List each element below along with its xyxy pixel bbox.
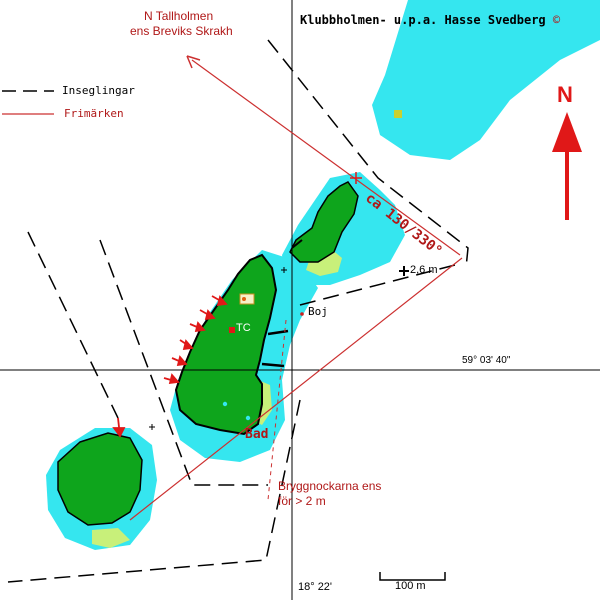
- tc-marker: [229, 327, 235, 333]
- north-island: [289, 181, 359, 263]
- approach-route-south: [7, 399, 301, 583]
- legend-bearing-label: Frimärken: [64, 107, 124, 120]
- beach-north-island: [306, 248, 342, 276]
- tc-label: TC: [236, 322, 251, 334]
- longitude-label: 18° 22': [298, 581, 333, 593]
- pier-note-line1: Bryggnockarna ens: [278, 479, 382, 493]
- spring-marker-1: [222, 401, 228, 407]
- bearing-arrowhead: [186, 55, 201, 69]
- building-dot: [242, 297, 246, 301]
- scale-label: 100 m: [395, 580, 426, 592]
- beach-southwest-island: [92, 528, 130, 548]
- bearing-line-north: [191, 59, 461, 256]
- rock-cross-1: [281, 267, 287, 273]
- bearing-target-line2: ens Breviks Skrakh: [130, 24, 233, 38]
- copyright-symbol: ©: [552, 13, 561, 27]
- approach-route-west: [99, 239, 268, 486]
- latitude-label: 59° 03' 40": [462, 355, 511, 366]
- approach-routes: [7, 39, 469, 583]
- jetty-north-island: [291, 239, 303, 249]
- main-island: [174, 253, 278, 436]
- spring-marker-2: [245, 415, 251, 421]
- mooring-arrows: [112, 295, 228, 438]
- buoy-marker: [300, 312, 304, 316]
- bath-label: Bad: [245, 427, 269, 442]
- shallow-water-northeast: [372, 0, 600, 160]
- scale-bar: [379, 572, 446, 581]
- legend-approach-label: Inseglingar: [62, 84, 135, 97]
- pier-note-line2: för > 2 m: [278, 494, 326, 508]
- southwest-island: [57, 432, 143, 526]
- map-title: Klubbholmen- u.p.a. Hasse Svedberg ©: [300, 13, 560, 27]
- building-marker: [239, 293, 255, 305]
- jetty-south: [261, 362, 285, 368]
- bearing-lines: [129, 55, 463, 521]
- approach-route-north: [267, 39, 469, 269]
- rock-cross-2: [149, 424, 155, 430]
- depth-cross: [399, 266, 409, 276]
- marker-yellow-square: [394, 110, 402, 118]
- legend-swatches: [2, 90, 54, 115]
- north-label: N: [557, 82, 573, 107]
- map-title-text: Klubbholmen- u.p.a. Hasse Svedberg: [300, 13, 546, 27]
- bearing-cross-north: [350, 172, 362, 184]
- approach-route-east: [299, 264, 456, 306]
- bearing-target-line1: N Tallholmen: [144, 9, 214, 23]
- buoy-label: Boj: [308, 305, 328, 318]
- approach-route-west-outer: [27, 231, 119, 419]
- bearing-line-south: [129, 257, 463, 521]
- north-arrow-icon: [552, 112, 582, 220]
- legend: Inseglingar Frimärken: [0, 80, 180, 124]
- depth-label: 2,6 m: [410, 264, 438, 276]
- approach-route-pier: [267, 319, 287, 501]
